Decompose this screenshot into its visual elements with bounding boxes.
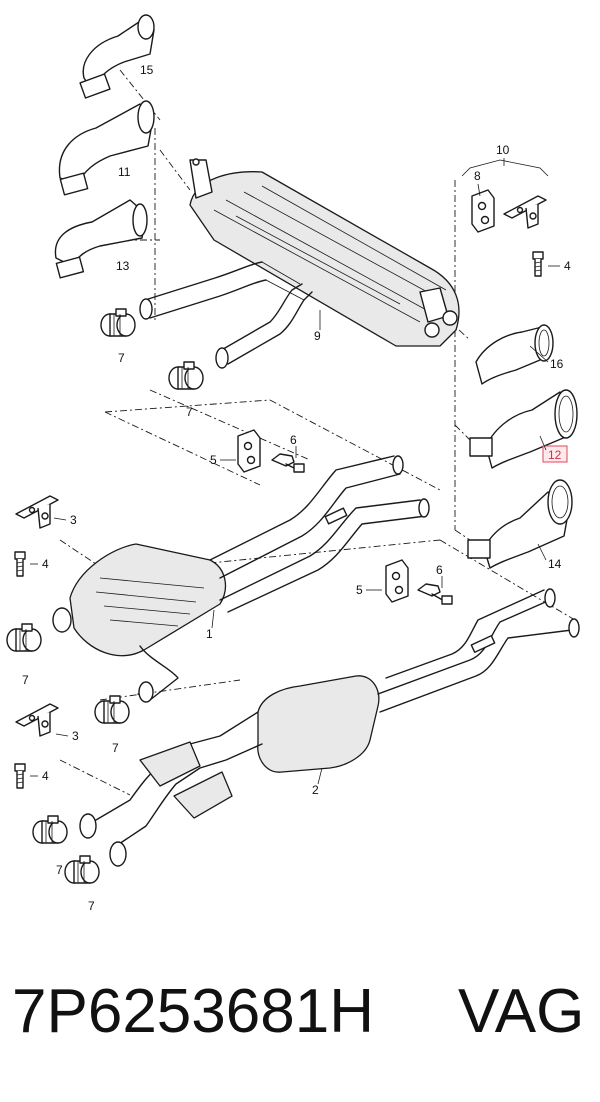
tailpipe-tip-15 — [79, 14, 155, 99]
bracket-3-lower — [15, 703, 59, 737]
callout-8: 8 — [474, 169, 481, 183]
clamp-7-a — [100, 308, 136, 337]
callout-6a: 6 — [290, 433, 297, 447]
tailpipe-tip-13 — [54, 199, 148, 279]
hanger-5-upper — [237, 429, 261, 473]
callout-12: 12 — [548, 448, 562, 462]
callout-3a: 3 — [70, 513, 77, 527]
callout-16: 16 — [550, 357, 564, 371]
bolt-6-upper — [271, 453, 305, 473]
tailpipe-tip-12 — [469, 389, 578, 469]
callout-leaders — [30, 158, 560, 785]
rear-silencer-9 — [139, 158, 460, 369]
callout-12-highlight — [542, 445, 568, 463]
callout-7f: 7 — [88, 899, 95, 913]
bracket-3-upper — [15, 495, 59, 529]
bolt-6-lower — [417, 583, 453, 605]
callout-15: 15 — [140, 63, 154, 77]
callout-13: 13 — [116, 259, 130, 273]
tailpipe-tip-16 — [475, 324, 554, 385]
callout-10: 10 — [496, 143, 510, 157]
callout-5a: 5 — [210, 453, 217, 467]
callout-4c: 4 — [42, 769, 49, 783]
callout-7b: 7 — [186, 405, 193, 419]
bracket-10 — [503, 195, 547, 229]
callout-7a: 7 — [118, 351, 125, 365]
callout-3b: 3 — [72, 729, 79, 743]
front-silencer-2 — [79, 588, 580, 867]
part-number: 7P6253681H — [12, 977, 374, 1046]
callout-6b: 6 — [436, 563, 443, 577]
hanger-8 — [471, 189, 495, 233]
callout-1: 1 — [206, 627, 213, 641]
callout-4a: 4 — [564, 259, 571, 273]
callout-7c: 7 — [22, 673, 29, 687]
bolt-4-middle — [14, 551, 26, 577]
brand-label: VAG — [458, 977, 585, 1046]
callout-bracket-10 — [461, 159, 549, 177]
hanger-5-lower — [385, 559, 409, 603]
callout-7e: 7 — [56, 863, 63, 877]
callout-4b: 4 — [42, 557, 49, 571]
bolt-4-lower — [14, 763, 26, 789]
bolt-4-upper — [532, 251, 544, 277]
clamp-7-b — [168, 361, 204, 390]
callout-2: 2 — [312, 783, 319, 797]
callout-labels: 15 11 13 7 7 9 10 8 4 16 12 6 5 3 4 7 1 … — [22, 63, 571, 913]
clamp-7-f — [64, 855, 100, 884]
clamp-7-c — [6, 623, 42, 652]
callout-11: 11 — [118, 165, 131, 179]
clamp-7-e — [32, 815, 68, 844]
tailpipe-tip-11 — [58, 100, 155, 196]
callout-7d: 7 — [112, 741, 119, 755]
callout-5b: 5 — [356, 583, 363, 597]
callout-14: 14 — [548, 557, 562, 571]
center-silencer-1 — [52, 455, 430, 703]
callout-9: 9 — [314, 329, 321, 343]
tailpipe-tip-14 — [467, 479, 573, 569]
